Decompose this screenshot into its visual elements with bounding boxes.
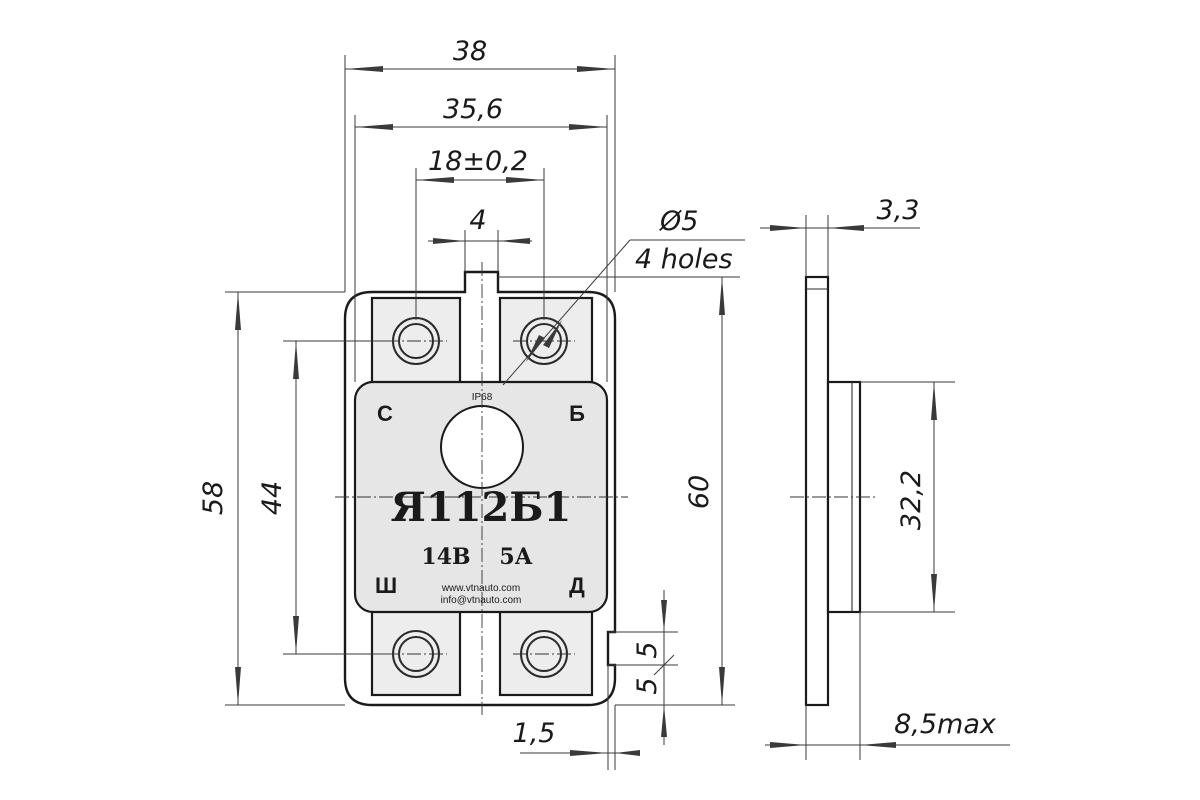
terminal-label-sh: Ш [375, 573, 397, 598]
dim-plate-thickness: 3,3 [877, 195, 920, 226]
dim-notch-depth: 1,5 [513, 718, 556, 749]
dim-overall-height: 60 [684, 475, 715, 509]
voltage-rating: 14В [421, 544, 470, 570]
dim-hole-count: 4 holes [635, 244, 733, 275]
side-plate [804, 275, 830, 707]
terminal-pad-bottom-right [498, 608, 594, 697]
current-rating: 5А [499, 544, 532, 570]
ip-rating: IP68 [472, 392, 493, 403]
dim-hole-span: 35,6 [443, 94, 503, 125]
dim-hole-diameter: Ø5 [659, 206, 698, 237]
website-text: www.vtnauto.com [441, 583, 520, 594]
dim-max-depth: 8,5max [894, 709, 997, 740]
terminal-label-d: Д [569, 573, 585, 598]
plate-outline [343, 270, 617, 707]
dim-notch-a: 5 [632, 641, 663, 658]
dim-notch-b: 5 [632, 677, 663, 694]
terminal-pad-bottom-left [370, 608, 462, 697]
terminal-label-b: Б [569, 401, 585, 426]
dim-hole-spacing: 18±0,2 [428, 146, 528, 177]
dim-slot-width: 4 [469, 205, 486, 236]
terminal-label-c: С [377, 401, 393, 426]
model-name: Я112Б1 [391, 484, 572, 531]
dim-body-height: 32,2 [896, 470, 927, 530]
front-view: IP68 С Б Я112Б1 14В 5А Ш Д www.vtnauto.c… [335, 262, 628, 715]
hole-leader-line [502, 239, 631, 386]
side-view [790, 275, 875, 707]
dim-hole-vertical-spacing: 44 [257, 481, 288, 515]
dim-height-58: 58 [198, 481, 229, 515]
dim-overall-width: 38 [453, 36, 487, 67]
email-text: info@vtnauto.com [441, 595, 522, 606]
